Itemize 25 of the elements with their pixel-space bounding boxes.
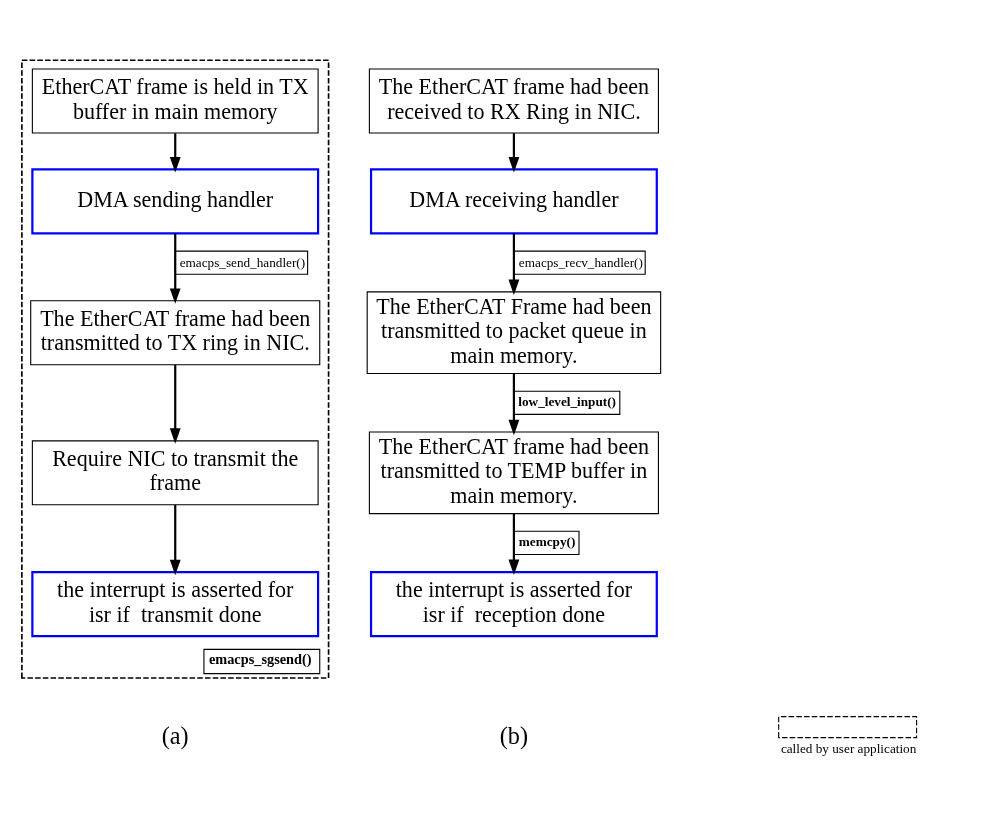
arrow: [169, 504, 181, 576]
arrow: [169, 233, 181, 304]
arrow: [508, 513, 520, 576]
label: (a): [161, 721, 189, 749]
node-box: the interrupt is asserted for isr if reception done: [369, 571, 658, 638]
arrow: [169, 364, 181, 444]
arrow: [508, 133, 520, 173]
node-box: The EtherCAT frame had been received to RX Ring in NIC.: [368, 68, 659, 134]
edge-label: emacps_send_handler(): [179, 254, 306, 270]
label: (b): [499, 721, 529, 749]
arrow: [508, 233, 520, 295]
node-box: the interrupt is asserted for isr if transmit done: [31, 571, 320, 638]
node-box: DMA sending handler: [31, 168, 320, 235]
edge-label: low_level_input(): [518, 393, 616, 409]
arrow: [169, 133, 181, 173]
node-box: Require NIC to transmit the frame: [31, 440, 319, 506]
node-box: The EtherCAT frame had been transmitted to TEMP buffer in main memory.: [368, 431, 659, 515]
node-box: EtherCAT frame is held in TX buffer in main memory: [31, 68, 319, 134]
arrow: [508, 373, 520, 436]
legend-label: called by user application: [780, 740, 917, 756]
edge-label: emacps_recv_handler(): [518, 254, 643, 270]
node-box: The EtherCAT Frame had been transmitted to packet queue in main memory.: [366, 291, 662, 375]
node-box: DMA receiving handler: [369, 168, 658, 235]
node-box: The EtherCAT frame had been transmitted to TX ring in NIC.: [30, 300, 321, 366]
edge-label: memcpy(): [518, 533, 576, 549]
